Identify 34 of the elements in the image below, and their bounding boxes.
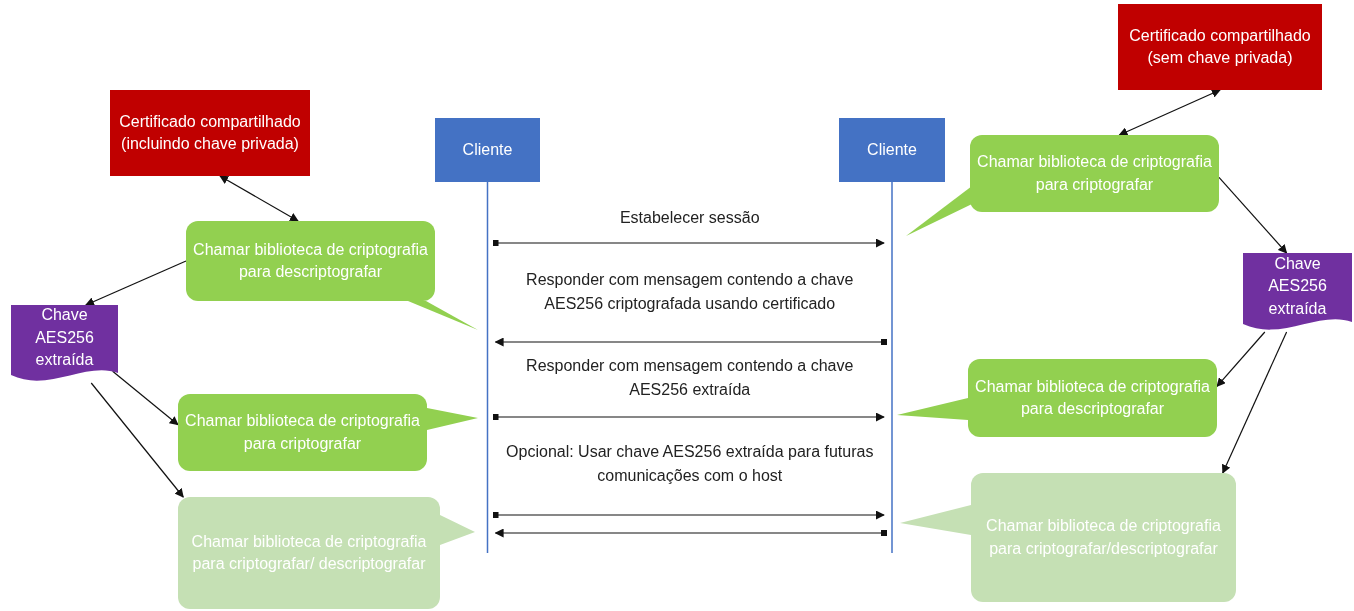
message-arrow <box>492 238 885 248</box>
node-text: Chamar biblioteca de criptografia para criptografar/descriptografar <box>985 516 1222 559</box>
node-text: Chamar biblioteca de criptografia para descriptografar <box>192 239 429 282</box>
node-text: Chave AES256 extraída <box>1267 253 1328 319</box>
node-text: Chamar biblioteca de criptografia para criptografar <box>184 411 421 454</box>
speech-bubble <box>178 394 478 471</box>
message-arrow <box>494 528 887 538</box>
arrow <box>85 260 187 306</box>
speech-bubble <box>897 359 1217 437</box>
arrow <box>90 382 184 498</box>
document-shape <box>11 305 118 383</box>
message-arrow <box>494 337 887 347</box>
arrow <box>112 370 179 426</box>
client-box: Cliente <box>839 118 945 182</box>
node-text: Chamar biblioteca de criptografia para criptografar <box>976 152 1213 195</box>
client-box: Cliente <box>435 118 540 182</box>
arrow <box>1216 331 1266 387</box>
node-text: Certificado compartilhado (sem chave privada) <box>1128 25 1312 68</box>
arrow <box>1118 89 1221 136</box>
speech-bubble <box>186 221 478 330</box>
certificate-box <box>1118 4 1322 90</box>
message-arrow <box>492 412 885 422</box>
speech-bubble <box>178 497 475 609</box>
node-text: Certificado compartilhado (incluindo chave privada) <box>118 111 302 154</box>
arrow <box>1218 176 1288 254</box>
node-text: Chamar biblioteca de criptografia para descriptografar <box>974 376 1211 419</box>
certificate-box <box>110 90 310 176</box>
speech-bubble <box>900 473 1236 602</box>
document-shape <box>1243 253 1352 332</box>
node-text: Chave AES256 extraída <box>34 305 95 371</box>
arrow <box>1222 331 1288 474</box>
message-arrow <box>492 510 885 520</box>
node-text: Chamar biblioteca de criptografia para criptografar/ descriptografar <box>190 531 428 574</box>
arrow <box>219 175 299 222</box>
